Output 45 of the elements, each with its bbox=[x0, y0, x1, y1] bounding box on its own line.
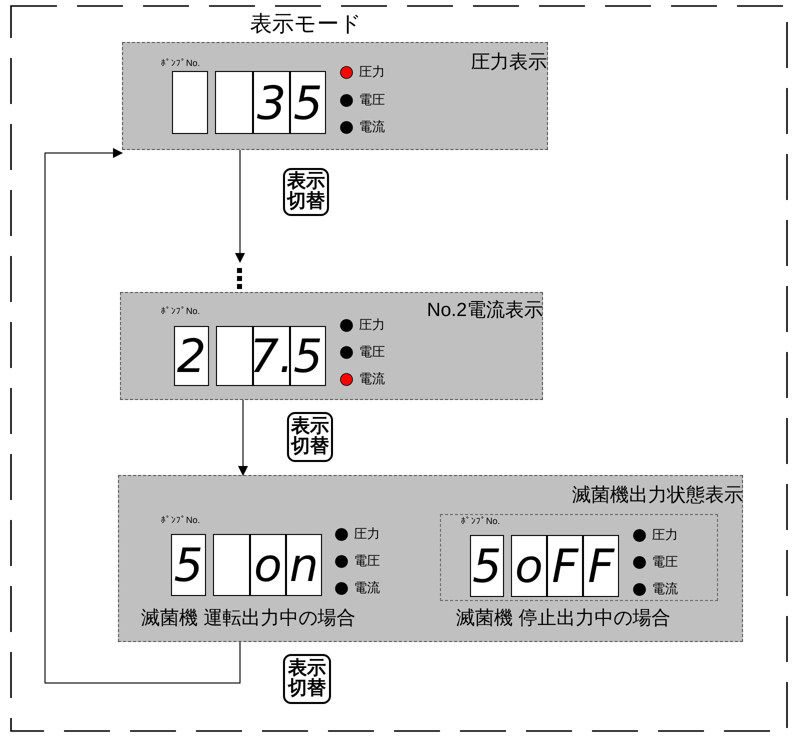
panel-heading: 滅菌機出力状態表示 bbox=[571, 484, 743, 508]
switch-button: 表示切替 bbox=[287, 412, 333, 462]
switch-button: 表示切替 bbox=[283, 168, 329, 216]
lamp-label: 圧力 bbox=[359, 318, 385, 331]
lamp-label: 電圧 bbox=[359, 345, 385, 358]
seven-segment-digit: o bbox=[511, 535, 547, 597]
arrow bbox=[238, 400, 248, 476]
seven-segment-digit: 5 bbox=[290, 71, 326, 134]
display-caption: 滅菌機 停止出力中の場合 bbox=[456, 607, 672, 631]
panel-heading: 圧力表示 bbox=[470, 51, 547, 75]
lamp-label: 電流 bbox=[359, 120, 385, 133]
seven-segment-digit: F bbox=[547, 535, 583, 597]
lamp-label: 圧力 bbox=[359, 65, 385, 78]
dashed-group-box bbox=[440, 514, 718, 601]
pump-number-label: ﾎﾟﾝﾌﾟNo. bbox=[461, 517, 500, 526]
display-caption: 滅菌機 運転出力中の場合 bbox=[141, 607, 356, 631]
lamp-label: 電圧 bbox=[354, 554, 380, 567]
arrow bbox=[44, 148, 240, 684]
frame-title: 表示モード bbox=[250, 10, 363, 38]
pump-number-label: ﾎﾟﾝﾌﾟNo. bbox=[161, 59, 200, 68]
seven-segment-digit: 3 bbox=[253, 71, 290, 134]
arrow bbox=[235, 150, 245, 263]
lamp-label: 電流 bbox=[359, 372, 385, 385]
display-panel bbox=[120, 292, 543, 400]
switch-button: 表示切替 bbox=[283, 654, 331, 704]
seven-segment-digit: 7. bbox=[253, 326, 290, 386]
seven-segment-digit: o bbox=[250, 534, 286, 596]
lamp-label: 電圧 bbox=[652, 555, 678, 568]
display-panel bbox=[122, 42, 548, 150]
seven-segment-digit: n bbox=[286, 534, 322, 596]
lamp-label: 圧力 bbox=[354, 527, 380, 540]
display-panel bbox=[118, 475, 743, 642]
lamp-label: 圧力 bbox=[652, 528, 678, 541]
lamp-label: 電流 bbox=[652, 582, 678, 595]
lamp-label: 電圧 bbox=[359, 93, 385, 106]
seven-segment-digit: 5 bbox=[470, 535, 504, 597]
seven-segment-digit: 2 bbox=[174, 326, 209, 386]
pump-number-label: ﾎﾟﾝﾌﾟNo. bbox=[161, 307, 200, 316]
lamp-label: 電流 bbox=[354, 581, 380, 594]
pump-number-label: ﾎﾟﾝﾌﾟNo. bbox=[161, 516, 200, 525]
seven-segment-digit: 5 bbox=[290, 326, 326, 386]
seven-segment-digit: 5 bbox=[171, 534, 206, 596]
dashed-frame bbox=[10, 5, 788, 732]
panel-heading: No.2電流表示 bbox=[426, 299, 543, 323]
seven-segment-digit: F bbox=[583, 535, 619, 597]
